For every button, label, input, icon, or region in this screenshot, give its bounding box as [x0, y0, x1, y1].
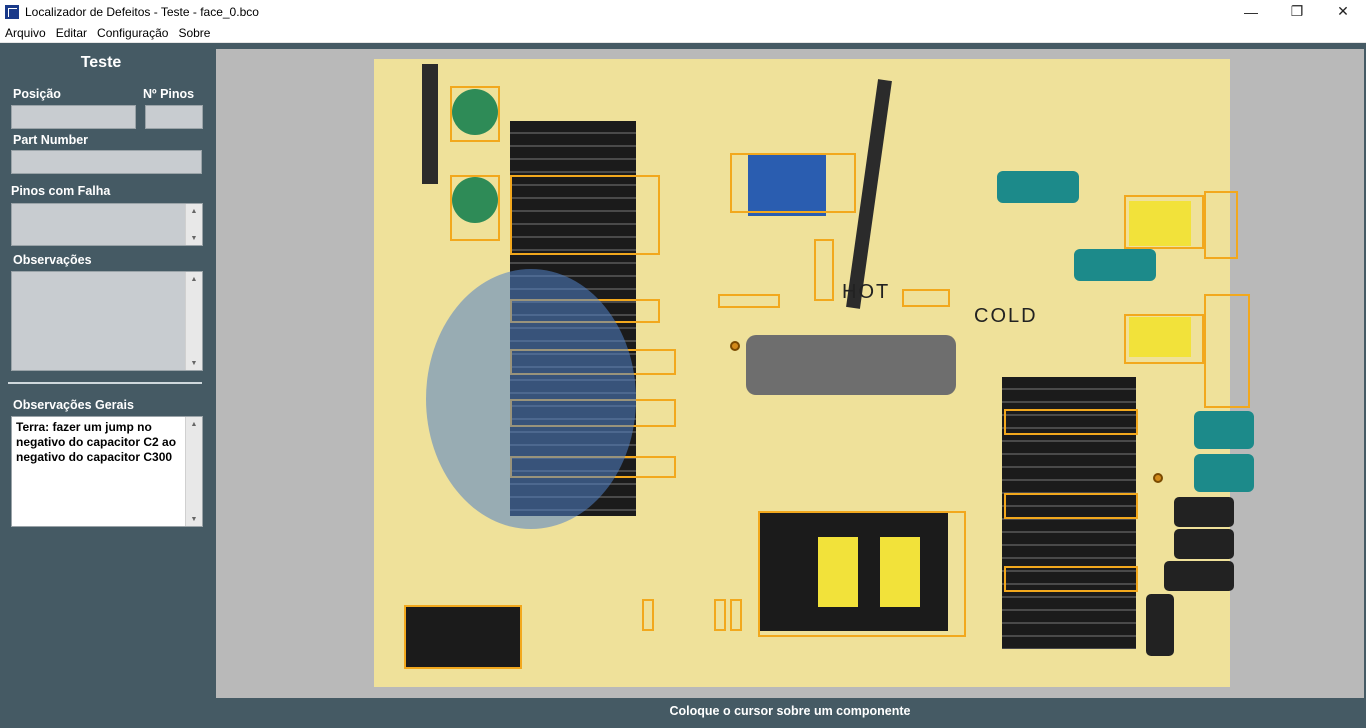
capacitor-dark[interactable] — [1164, 561, 1234, 591]
transformer-core — [818, 537, 858, 607]
highlight-component[interactable] — [902, 289, 950, 307]
menu-editar[interactable]: Editar — [55, 25, 88, 40]
pcb-trace — [422, 64, 438, 184]
scroll-up-icon[interactable]: ▲ — [190, 207, 198, 215]
separator — [8, 382, 202, 384]
watermark-logo — [426, 269, 636, 529]
capacitor-teal[interactable] — [1194, 454, 1254, 492]
observacoes-textarea[interactable]: ▲ ▼ — [11, 271, 203, 371]
status-text: Coloque o cursor sobre um componente — [669, 704, 911, 718]
highlight-diode[interactable] — [814, 239, 834, 301]
posicao-label: Posição — [13, 87, 61, 101]
posicao-field[interactable] — [11, 105, 136, 129]
maximize-button[interactable]: ❐ — [1290, 3, 1304, 19]
minimize-button[interactable]: — — [1244, 3, 1258, 20]
npinos-label: Nº Pinos — [143, 87, 195, 101]
pinos-falha-textarea[interactable]: ▲ ▼ — [11, 203, 203, 246]
scroll-down-icon[interactable]: ▼ — [190, 359, 198, 367]
pinos-falha-label: Pinos com Falha — [11, 184, 111, 198]
highlight-fuse[interactable] — [714, 599, 726, 631]
heatsink-right[interactable] — [1002, 377, 1136, 649]
capacitor-dark[interactable] — [1174, 497, 1234, 527]
thermistor-th1[interactable] — [452, 177, 498, 223]
marker-point[interactable] — [1153, 473, 1163, 483]
menu-bar: Arquivo Editar Configuração Sobre — [0, 23, 1366, 43]
scroll-up-icon[interactable]: ▲ — [190, 275, 198, 283]
transformer-small[interactable] — [1129, 317, 1191, 357]
panel-title: Teste — [80, 54, 122, 71]
thermistor-th2[interactable] — [452, 89, 498, 135]
ac-inlet[interactable] — [404, 607, 520, 667]
highlight-transformer-small[interactable] — [1124, 314, 1204, 364]
observacoes-scrollbar[interactable]: ▲ ▼ — [185, 272, 202, 370]
transformer-small[interactable] — [1129, 201, 1191, 246]
highlight-component[interactable] — [510, 175, 660, 255]
obs-gerais-textarea[interactable]: Terra: fazer um jump no negativo do capa… — [11, 416, 203, 527]
marker-point[interactable] — [730, 341, 740, 351]
capacitor-bank[interactable] — [746, 335, 956, 395]
menu-arquivo[interactable]: Arquivo — [5, 25, 46, 40]
cold-label: COLD — [974, 305, 1038, 327]
npinos-field[interactable] — [145, 105, 203, 129]
highlight-connector[interactable] — [1204, 191, 1238, 259]
capacitor-dark[interactable] — [1146, 594, 1174, 656]
transformer-blue[interactable] — [748, 154, 826, 216]
scroll-down-icon[interactable]: ▼ — [190, 515, 198, 523]
part-number-label: Part Number — [13, 133, 89, 147]
highlight-diode[interactable] — [718, 294, 780, 308]
highlight-component[interactable] — [1004, 409, 1138, 435]
close-button[interactable]: ✕ — [1337, 3, 1349, 19]
menu-sobre[interactable]: Sobre — [178, 25, 211, 40]
board-image-area[interactable]: HOT COLD — [216, 49, 1364, 698]
title-bar: Localizador de Defeitos - Teste - face_0… — [0, 0, 1366, 23]
highlight-transformer[interactable] — [730, 153, 856, 213]
observacoes-label: Observações — [13, 253, 92, 267]
side-panel: Teste Posição Nº Pinos Part Number Pinos… — [0, 43, 214, 728]
scroll-up-icon[interactable]: ▲ — [190, 420, 198, 428]
highlight-component[interactable] — [1004, 493, 1138, 519]
highlight-main-transformer[interactable] — [758, 511, 966, 637]
part-number-field[interactable] — [11, 150, 202, 174]
highlight-component[interactable] — [1004, 566, 1138, 592]
obs-gerais-value: Terra: fazer um jump no negativo do capa… — [16, 420, 177, 464]
pinos-falha-scrollbar[interactable]: ▲ ▼ — [185, 204, 202, 245]
highlight-th2[interactable] — [450, 86, 500, 142]
app-icon — [5, 4, 19, 19]
hot-label: HOT — [842, 281, 891, 303]
obs-gerais-label: Observações Gerais — [13, 398, 134, 412]
obs-gerais-scrollbar[interactable]: ▲ ▼ — [185, 417, 202, 526]
highlight-th1[interactable] — [450, 175, 500, 241]
capacitor-teal[interactable] — [1194, 411, 1254, 449]
highlight-connector[interactable] — [1204, 294, 1250, 408]
transformer-core — [880, 537, 920, 607]
capacitor-green[interactable] — [997, 171, 1079, 203]
window-controls: — ❐ ✕ — [1228, 0, 1366, 23]
window-title: Localizador de Defeitos - Teste - face_0… — [25, 4, 259, 19]
highlight-fuse[interactable] — [642, 599, 654, 631]
highlight-fuse[interactable] — [730, 599, 742, 631]
capacitor-dark[interactable] — [1174, 529, 1234, 559]
capacitor-green[interactable] — [1074, 249, 1156, 281]
scroll-down-icon[interactable]: ▼ — [190, 234, 198, 242]
highlight-transformer-small[interactable] — [1124, 195, 1204, 249]
highlight-ac-inlet[interactable] — [404, 605, 522, 669]
menu-configuracao[interactable]: Configuração — [97, 25, 169, 40]
